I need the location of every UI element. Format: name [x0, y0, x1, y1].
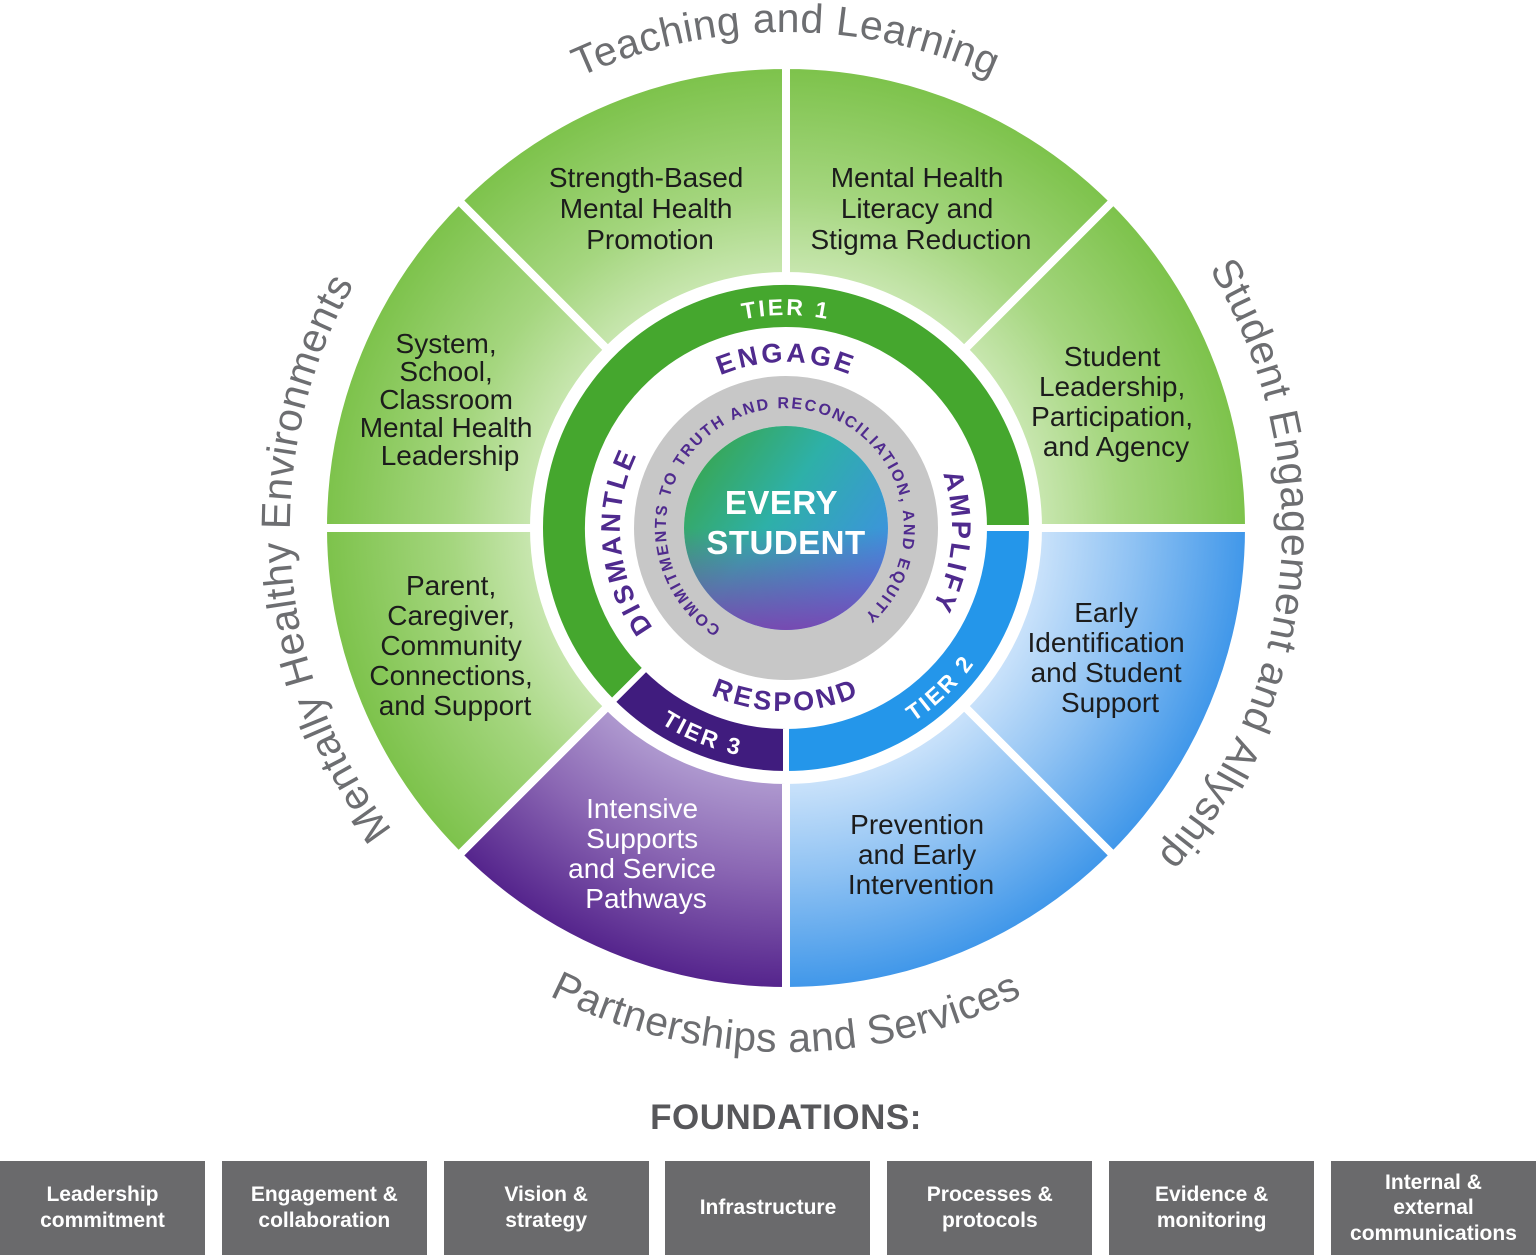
segment-label-mental-health-literacy: Mental Health Literacy and Stigma Reduct…: [810, 162, 1031, 255]
foundation-box-processes-protocols: Processes & protocols: [887, 1161, 1093, 1255]
segment-label-system-school: System, School, Classroom Mental Health …: [360, 328, 541, 471]
segment-label-prevention: Prevention and Early Intervention: [848, 809, 994, 900]
foundations-row: Leadership commitment Engagement & colla…: [0, 1161, 1536, 1255]
action-engage-label: ENGAGE: [712, 338, 860, 381]
segment-system-school-classroom-mental-health-leadership: [319, 196, 612, 532]
foundation-box-internal-external-communications: Internal & external communications: [1330, 1161, 1536, 1255]
commitments-ring: [634, 376, 938, 680]
segment-prevention-and-early-intervention: [782, 702, 1118, 995]
segment-parent-caregiver-community-connections-and-support: [319, 524, 612, 860]
tier-ring: [537, 278, 1035, 777]
center-circle-purple-overlay: [684, 426, 888, 630]
tier1-arc: [537, 278, 1035, 705]
segment-student-leadership-participation-and-agency: [960, 196, 1253, 532]
segment-label-student-leadership: Student Leadership, Participation, and A…: [1031, 341, 1201, 462]
outer-segment-ring: [319, 61, 1253, 995]
segment-label-early-identification: Early Identification and Student Support: [1028, 597, 1193, 718]
segment-label-intensive-supports: Intensive Supports and Service Pathways: [568, 793, 724, 914]
foundations-heading: FOUNDATIONS:: [650, 1098, 922, 1137]
segment-label-parent-caregiver: Parent, Caregiver, Community Connections…: [369, 570, 540, 721]
segment-label-strength-based: Strength-Based Mental Health Promotion: [549, 162, 751, 255]
foundation-box-vision-strategy: Vision & strategy: [443, 1161, 649, 1255]
foundation-box-infrastructure: Infrastructure: [665, 1161, 871, 1255]
tier3-arc: [609, 665, 789, 777]
foundation-box-engagement-collaboration: Engagement & collaboration: [221, 1161, 427, 1255]
center-every-student-text: EVERY STUDENT: [706, 484, 865, 561]
foundation-box-evidence-monitoring: Evidence & monitoring: [1109, 1161, 1315, 1255]
foundation-box-leadership-commitment: Leadership commitment: [0, 1161, 205, 1255]
framework-wheel-diagram: Teaching and Learning Student Engagement…: [253, 0, 1319, 1061]
